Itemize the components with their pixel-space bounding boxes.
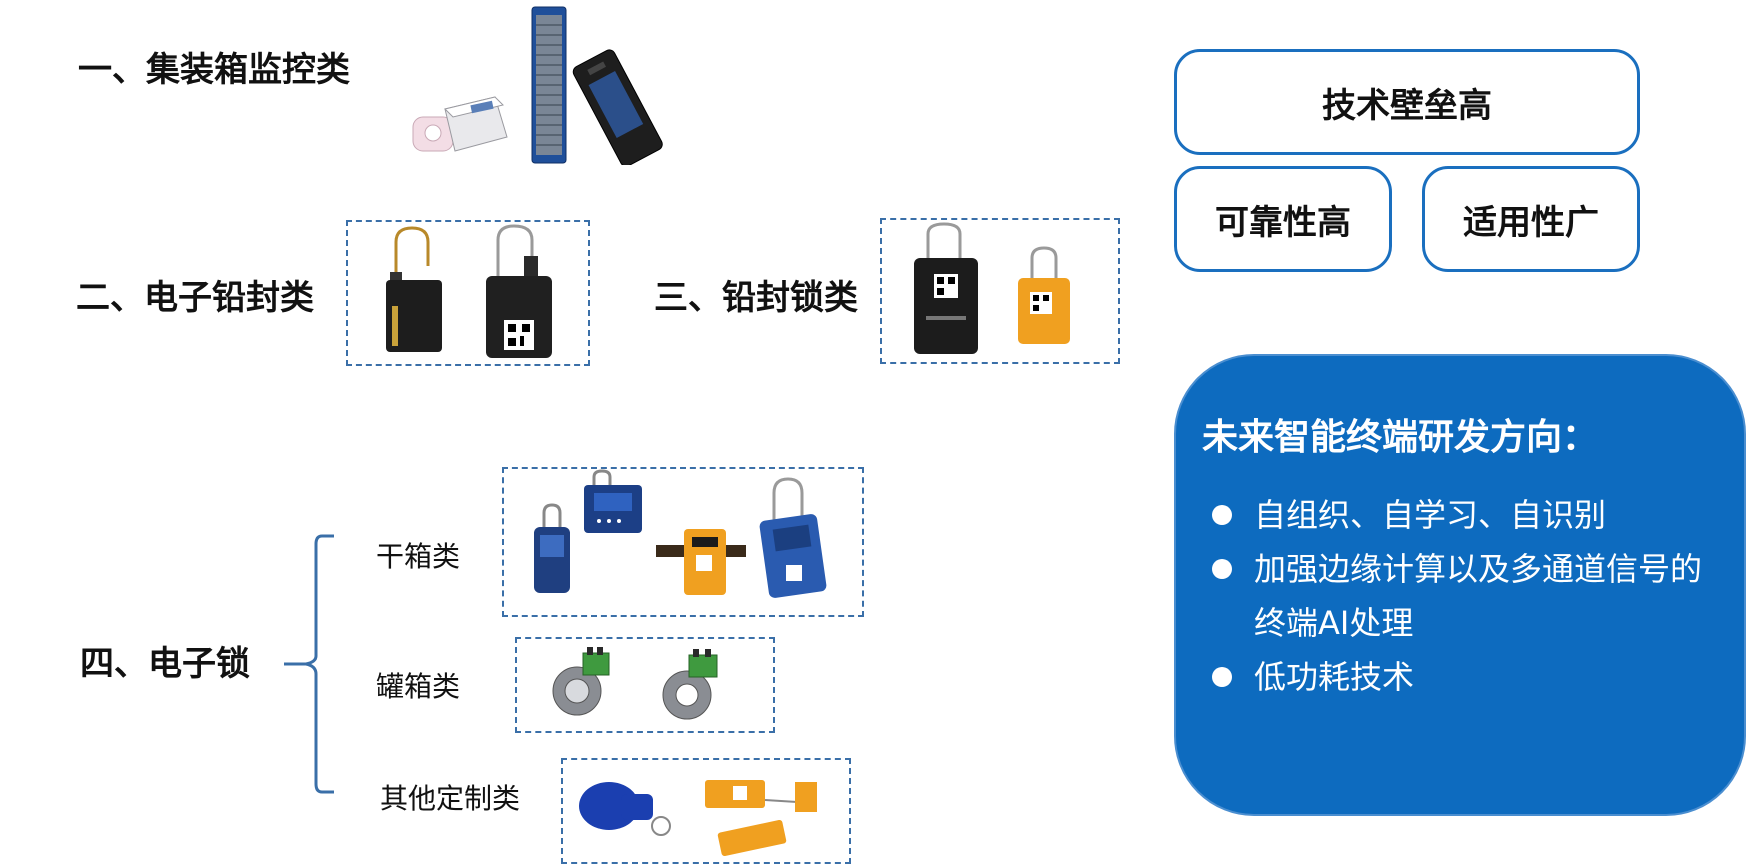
seal-lock-frame [880,218,1120,364]
dry-box-frame [502,467,864,617]
lock-type-dry-box: 干箱类 [376,540,461,573]
feature-technical-barrier: 技术壁垒高 [1174,49,1640,155]
black-tracker-device [572,49,663,167]
feature-applicability: 适用性广 [1422,166,1640,272]
future-item-text: 自组织、自学习、自识别 [1254,496,1607,534]
category-container-monitor: 一、集装箱监控类 [78,50,350,90]
electronic-seal-frame [346,220,590,366]
blue-tall-tracker-device [531,6,567,164]
future-title: 未来智能终端研发方向： [1202,417,1599,458]
future-list: 自组织、自学习、自识别 加强边缘计算以及多通道信号的终端AI处理 低功耗技术 [1212,488,1704,704]
seal-device-2 [486,224,552,358]
lock-type-custom: 其他定制类 [380,782,521,815]
category-electronic-seal: 二、电子铅封类 [76,278,314,318]
dry-box-lock-4 [759,477,827,598]
dry-box-lock-1 [534,503,570,593]
bullet-icon [1212,559,1232,579]
custom-frame [561,758,851,864]
door-sensor-device [412,96,508,152]
lock-type-tank-box: 罐箱类 [376,670,461,703]
category-electronic-lock: 四、电子锁 [80,644,250,684]
seal-lock-orange-device [1018,246,1070,344]
bullet-icon [1212,505,1232,525]
container-monitor-devices-image [405,5,665,167]
bracket-connector [282,532,342,798]
feature-reliability: 可靠性高 [1174,166,1392,272]
custom-lock-orange [705,780,817,857]
future-direction-panel: 未来智能终端研发方向： 自组织、自学习、自识别 加强边缘计算以及多通道信号的终端… [1174,354,1746,816]
future-item: 加强边缘计算以及多通道信号的终端AI处理 [1212,542,1704,650]
custom-lock-blue [579,782,671,836]
tank-lock-1 [552,647,610,716]
future-item-text: 低功耗技术 [1254,658,1415,696]
bullet-icon [1212,667,1232,687]
future-item: 自组织、自学习、自识别 [1212,488,1704,542]
tank-box-frame [515,637,775,733]
dry-box-lock-3 [656,529,746,595]
seal-lock-black-device [914,222,978,354]
future-item: 低功耗技术 [1212,650,1704,704]
dry-box-lock-2 [584,469,642,533]
category-seal-lock: 三、铅封锁类 [654,278,858,318]
future-item-text: 加强边缘计算以及多通道信号的终端AI处理 [1254,550,1703,642]
tank-lock-2 [662,649,718,720]
seal-device-1 [386,226,442,352]
